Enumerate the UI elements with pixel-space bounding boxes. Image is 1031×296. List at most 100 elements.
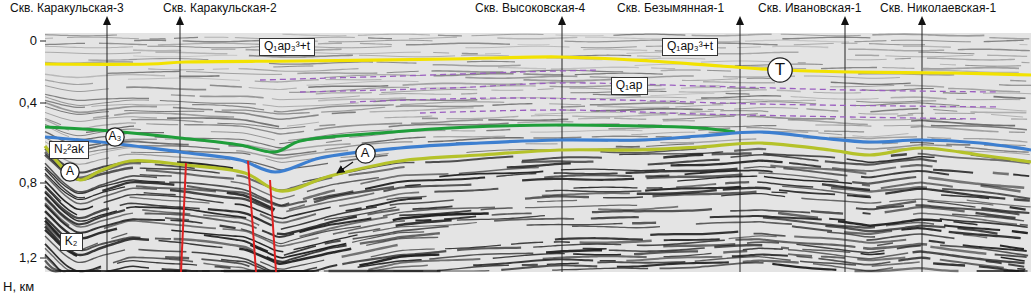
- seismic-trace: [67, 37, 139, 38]
- seismic-trace: [179, 75, 219, 77]
- seismic-trace: [124, 110, 204, 112]
- well-name: Скв. Каракульская-2: [163, 1, 277, 15]
- seismic-trace: [681, 87, 721, 89]
- seismic-trace: [485, 53, 501, 54]
- seismic-trace: [801, 198, 881, 203]
- seismic-trace: [578, 118, 610, 120]
- seismic-trace: [829, 219, 845, 220]
- fault-line: [181, 163, 186, 272]
- circle-shape: [768, 58, 792, 82]
- seismic-trace: [861, 171, 949, 177]
- seismic-trace: [745, 40, 849, 42]
- seismic-trace: [433, 52, 449, 54]
- seismic-trace: [507, 163, 571, 167]
- circle-shape: [61, 163, 79, 181]
- seismic-trace: [564, 40, 676, 42]
- seismic-trace: [457, 248, 521, 250]
- seismic-trace: [664, 239, 720, 240]
- seismic-trace: [788, 120, 868, 125]
- axis-value: 0,4: [19, 96, 37, 110]
- seismic-trace: [818, 133, 842, 135]
- seismic-trace: [529, 82, 585, 83]
- seismic-trace: [99, 43, 147, 44]
- unit-label-box: K₂: [60, 233, 83, 251]
- node-text: K₂: [65, 235, 78, 249]
- seismic-trace: [522, 179, 634, 181]
- seismic-trace: [201, 259, 249, 266]
- seismic-trace: [953, 222, 977, 225]
- seismic-trace: [480, 86, 536, 87]
- seismic-trace: [438, 35, 462, 37]
- seismic-trace: [923, 68, 1019, 69]
- seismic-trace: [734, 108, 798, 109]
- seismic-trace: [406, 43, 510, 45]
- seismic-trace: [619, 152, 723, 155]
- seismic-trace: [603, 196, 643, 198]
- seismic-trace: [45, 173, 125, 199]
- seismic-trace: [632, 222, 656, 225]
- seismic-trace: [798, 62, 806, 63]
- seismic-trace: [977, 270, 1025, 272]
- seismic-trace: [737, 46, 761, 48]
- seismic-trace: [1017, 268, 1025, 270]
- seismic-trace: [734, 149, 766, 151]
- seismic-trace: [598, 207, 678, 210]
- seismic-trace: [158, 43, 262, 45]
- seismic-trace: [815, 125, 871, 126]
- seismic-trace: [45, 86, 109, 92]
- seismic-trace: [451, 130, 475, 131]
- seismic-trace: [526, 143, 558, 144]
- horizon-circle: T: [767, 57, 793, 83]
- seismic-trace: [325, 79, 381, 80]
- seismic-trace: [204, 37, 228, 38]
- seismic-trace: [677, 176, 757, 181]
- seismic-trace: [45, 106, 109, 114]
- seismic-trace: [368, 37, 392, 39]
- seismic-trace: [211, 49, 235, 50]
- seismic-trace: [126, 207, 246, 218]
- seismic-trace: [128, 78, 240, 80]
- seismic-trace: [411, 120, 483, 123]
- well-marker: [103, 16, 111, 25]
- seismic-trace: [1012, 231, 1028, 233]
- seismic-trace: [561, 106, 585, 108]
- seismic-trace: [872, 262, 920, 266]
- seismic-trace: [831, 82, 911, 84]
- node-text: A: [361, 146, 370, 161]
- seismic-trace: [146, 123, 178, 125]
- horizon-dashed: [300, 83, 1000, 92]
- seismic-trace: [260, 214, 316, 223]
- seismic-trace: [492, 104, 532, 106]
- seismic-trace: [250, 244, 346, 258]
- seismic-trace: [433, 65, 521, 66]
- seismic-trace: [473, 259, 593, 265]
- seismic-trace: [1008, 264, 1024, 266]
- seismic-trace: [326, 140, 342, 142]
- seismic-trace: [675, 105, 723, 107]
- leader-arrow: [337, 162, 353, 173]
- seismic-trace: [794, 43, 834, 44]
- seismic-trace: [690, 111, 714, 112]
- seismic-trace: [551, 67, 639, 69]
- seismic-trace: [861, 253, 885, 254]
- seismic-trace: [45, 38, 53, 39]
- horizon-circle: A₃: [105, 127, 125, 147]
- seismic-trace: [858, 113, 898, 115]
- seismic-trace: [707, 70, 731, 72]
- seismic-trace: [535, 112, 623, 114]
- seismic-trace: [789, 163, 821, 167]
- seismic-trace: [991, 114, 1023, 117]
- seismic-trace: [993, 173, 1009, 174]
- seismic-trace: [901, 228, 941, 231]
- seismic-trace: [104, 221, 216, 229]
- seismic-trace: [696, 222, 792, 224]
- node-text: A₃: [109, 130, 122, 144]
- seismic-trace: [941, 195, 989, 199]
- seismic-trace: [958, 49, 1030, 50]
- seismic-trace: [863, 244, 927, 249]
- seismic-trace: [983, 93, 1031, 95]
- seismic-trace: [792, 226, 832, 231]
- seismic-trace: [525, 196, 589, 198]
- seismic-trace: [730, 210, 810, 213]
- seismic-trace: [804, 76, 900, 78]
